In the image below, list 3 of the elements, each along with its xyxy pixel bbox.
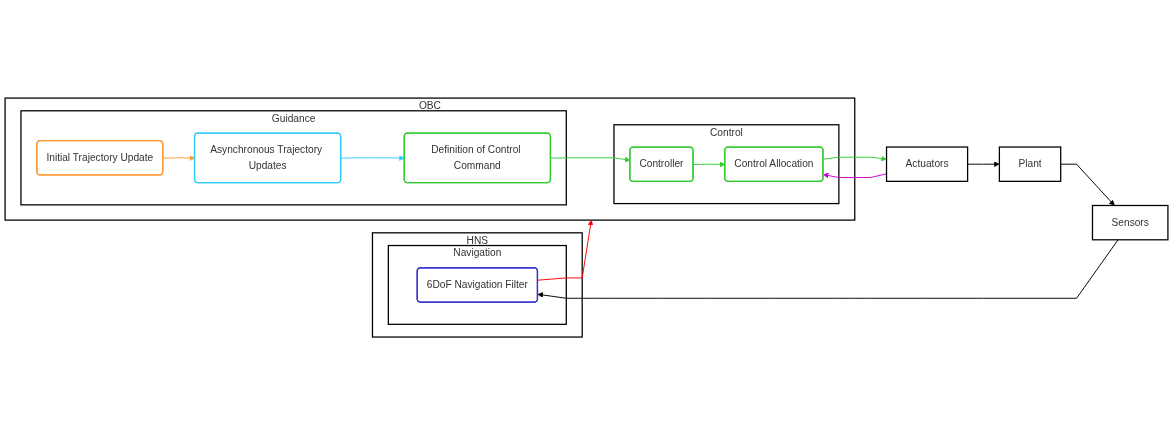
node-box: Sensors xyxy=(1091,205,1169,241)
node-box: Plant xyxy=(998,146,1062,183)
node-box: Actuators xyxy=(885,146,969,183)
